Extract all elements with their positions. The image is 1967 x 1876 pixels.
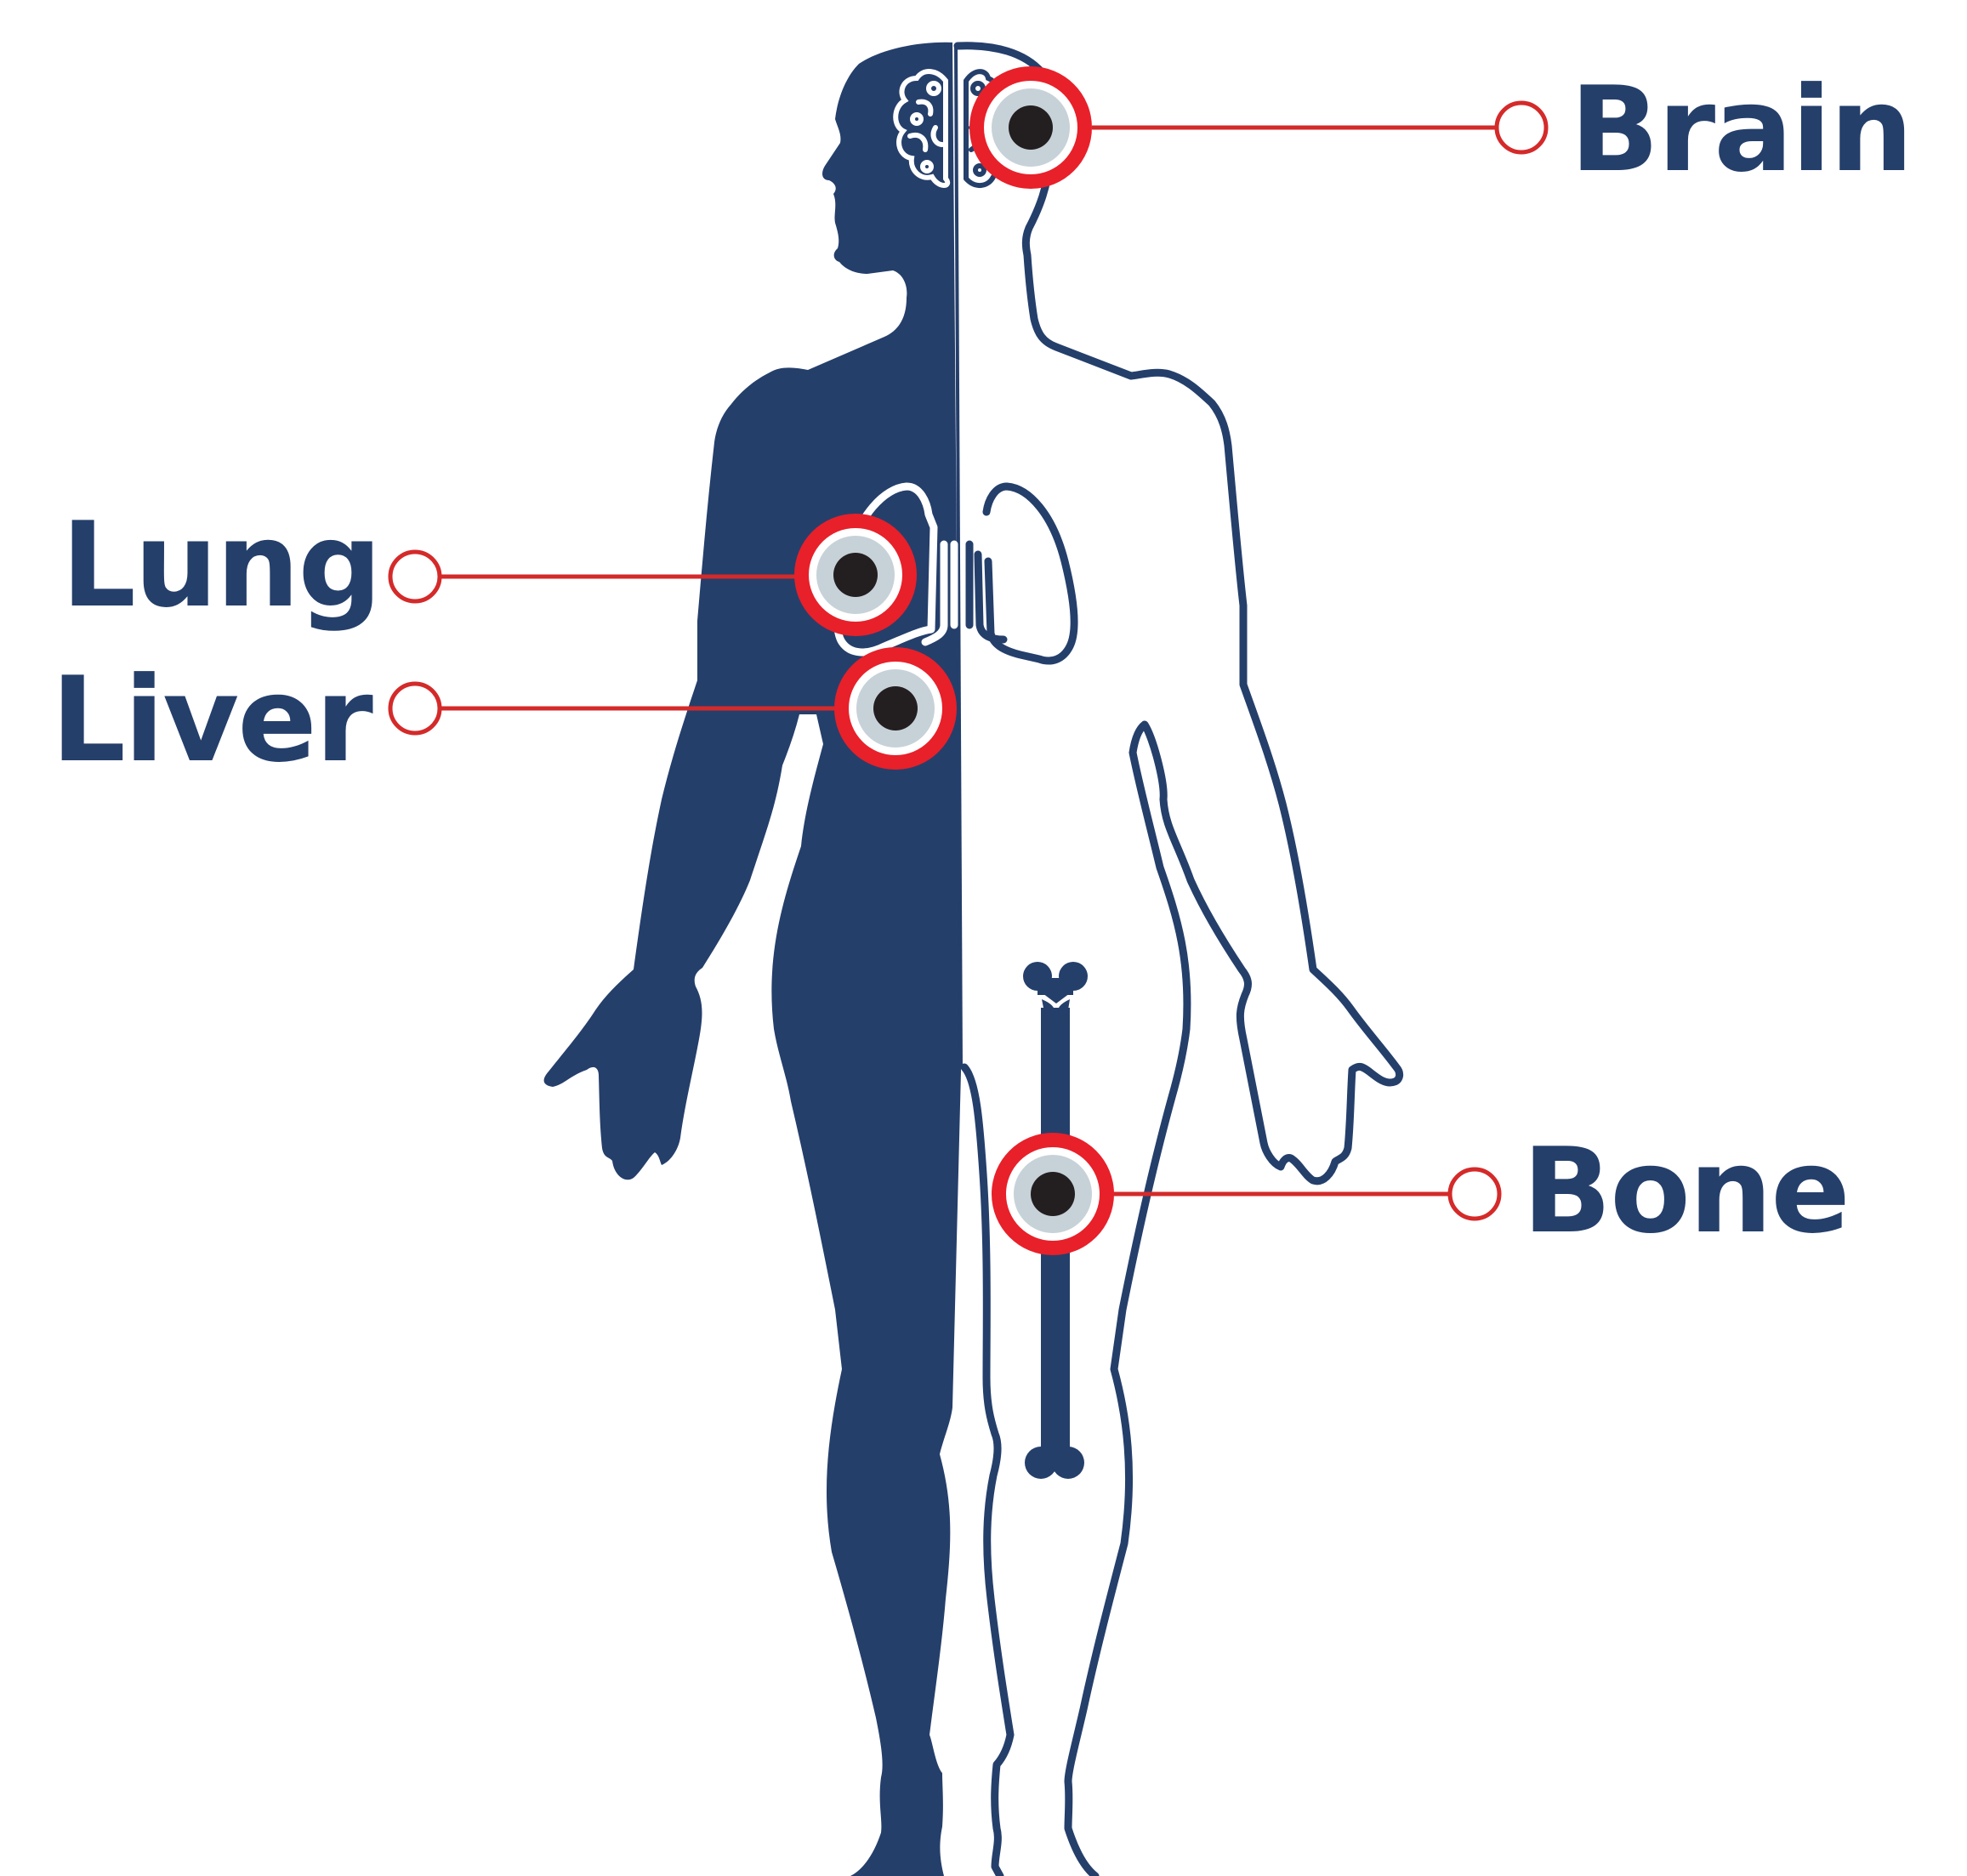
liver-endpoint-circle (390, 684, 440, 733)
liver-label: Liver (51, 651, 373, 788)
liver-marker (834, 647, 957, 770)
brain-marker (969, 66, 1092, 189)
bone-marker (992, 1133, 1114, 1255)
body-silhouette-filled-half (544, 43, 961, 1876)
labels: Brain Lung Liver Bone (51, 61, 1912, 1259)
lung-marker (794, 514, 917, 636)
body-silhouette-outline-half (958, 46, 1400, 1876)
bone-endpoint-circle (1450, 1169, 1499, 1219)
brain-endpoint-circle (1497, 103, 1546, 152)
lung-label: Lung (61, 497, 380, 634)
brain-label: Brain (1570, 61, 1912, 198)
bone-label: Bone (1522, 1123, 1849, 1259)
body-left-fill (544, 43, 961, 1876)
body-right-outline (958, 46, 1400, 1876)
leader-endpoints (390, 103, 1546, 1219)
lung-endpoint-circle (390, 552, 440, 601)
